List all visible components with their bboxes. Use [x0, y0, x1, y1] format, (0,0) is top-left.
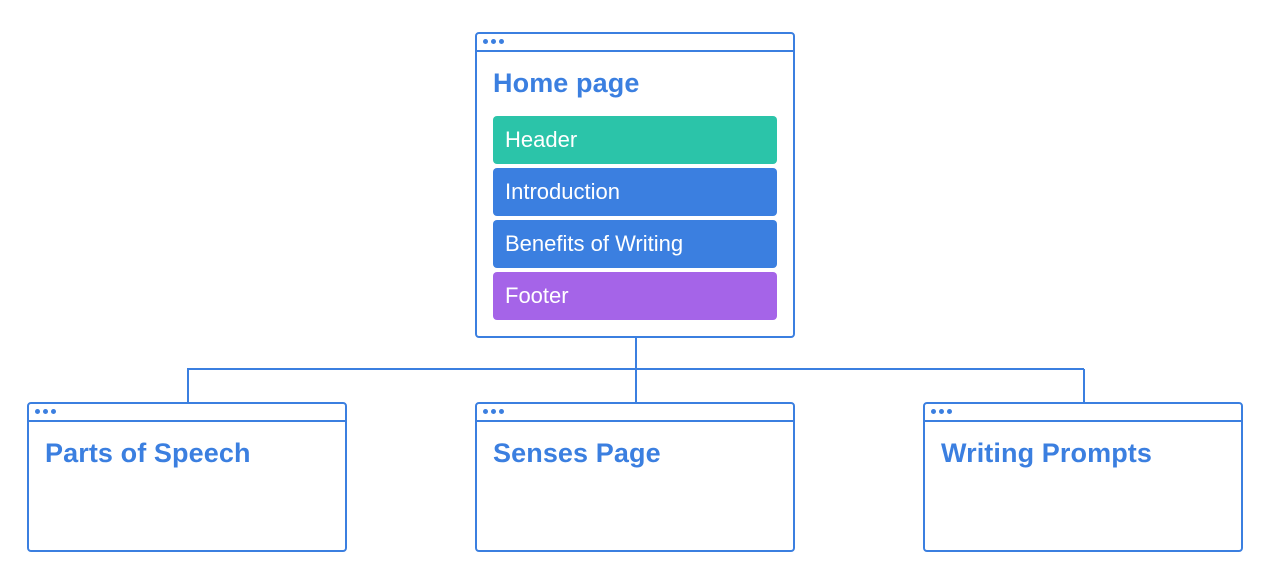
- senses-page-window: Senses Page: [475, 402, 795, 552]
- writing-prompts-title: Writing Prompts: [941, 438, 1153, 468]
- window-title-bar: [925, 404, 1241, 422]
- window-title-bar: [477, 34, 793, 52]
- window-dot-icon: [483, 409, 488, 414]
- parts-of-speech-title: Parts of Speech: [45, 438, 251, 468]
- senses-page-title: Senses Page: [493, 438, 661, 468]
- section-introduction: Introduction: [493, 168, 777, 216]
- section-footer: Footer: [493, 272, 777, 320]
- window-dot-icon: [491, 39, 496, 44]
- section-header: Header: [493, 116, 777, 164]
- home-page-title: Home page: [493, 68, 640, 98]
- window-title-bar: [477, 404, 793, 422]
- window-dot-icon: [35, 409, 40, 414]
- window-dot-icon: [51, 409, 56, 414]
- window-title-bar: [29, 404, 345, 422]
- window-dot-icon: [499, 409, 504, 414]
- writing-prompts-window: Writing Prompts: [923, 402, 1243, 552]
- window-dot-icon: [499, 39, 504, 44]
- window-dot-icon: [939, 409, 944, 414]
- window-dot-icon: [931, 409, 936, 414]
- parts-of-speech-window: Parts of Speech: [27, 402, 347, 552]
- window-dot-icon: [483, 39, 488, 44]
- window-dot-icon: [491, 409, 496, 414]
- section-benefits-of-writing: Benefits of Writing: [493, 220, 777, 268]
- window-dot-icon: [43, 409, 48, 414]
- window-dot-icon: [947, 409, 952, 414]
- home-page-window: Home page Header Introduction Benefits o…: [475, 32, 795, 338]
